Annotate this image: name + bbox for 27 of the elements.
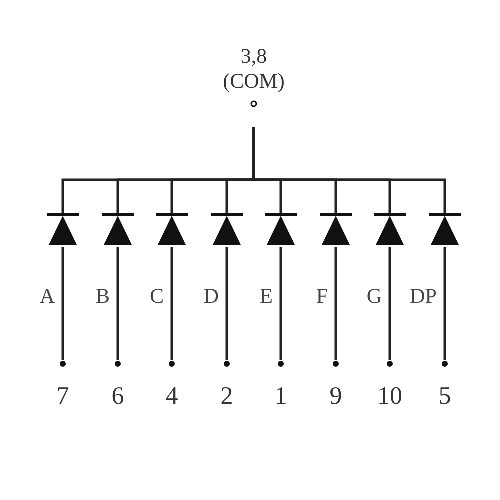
segment-label: F <box>316 286 328 307</box>
pin-number: 9 <box>330 382 342 412</box>
pin-number: 6 <box>112 382 124 412</box>
segment-label: D <box>204 286 219 307</box>
pin-number: 7 <box>56 382 70 412</box>
wire <box>170 247 174 360</box>
wire <box>62 247 64 360</box>
wire <box>388 247 392 360</box>
wire <box>252 127 446 213</box>
segment-label: DP <box>410 286 437 307</box>
pin-number: 5 <box>438 382 452 412</box>
wire <box>280 247 282 360</box>
segment-label: E <box>260 286 273 307</box>
wire <box>226 247 228 360</box>
segment-label: A <box>40 286 55 307</box>
pin-label: (COM) <box>223 69 285 94</box>
wire <box>334 247 338 360</box>
wire <box>116 247 120 360</box>
segment-label: B <box>96 286 110 307</box>
pin-number: 1 <box>274 382 288 412</box>
pin-number: 4 <box>166 382 178 412</box>
segment-label: G <box>366 286 382 307</box>
segment-label: C <box>150 286 164 307</box>
pin-number: 2 <box>220 382 234 412</box>
pin-number: 10 <box>378 382 402 412</box>
wire <box>444 247 446 360</box>
pin-label: 3,8 <box>240 44 268 70</box>
